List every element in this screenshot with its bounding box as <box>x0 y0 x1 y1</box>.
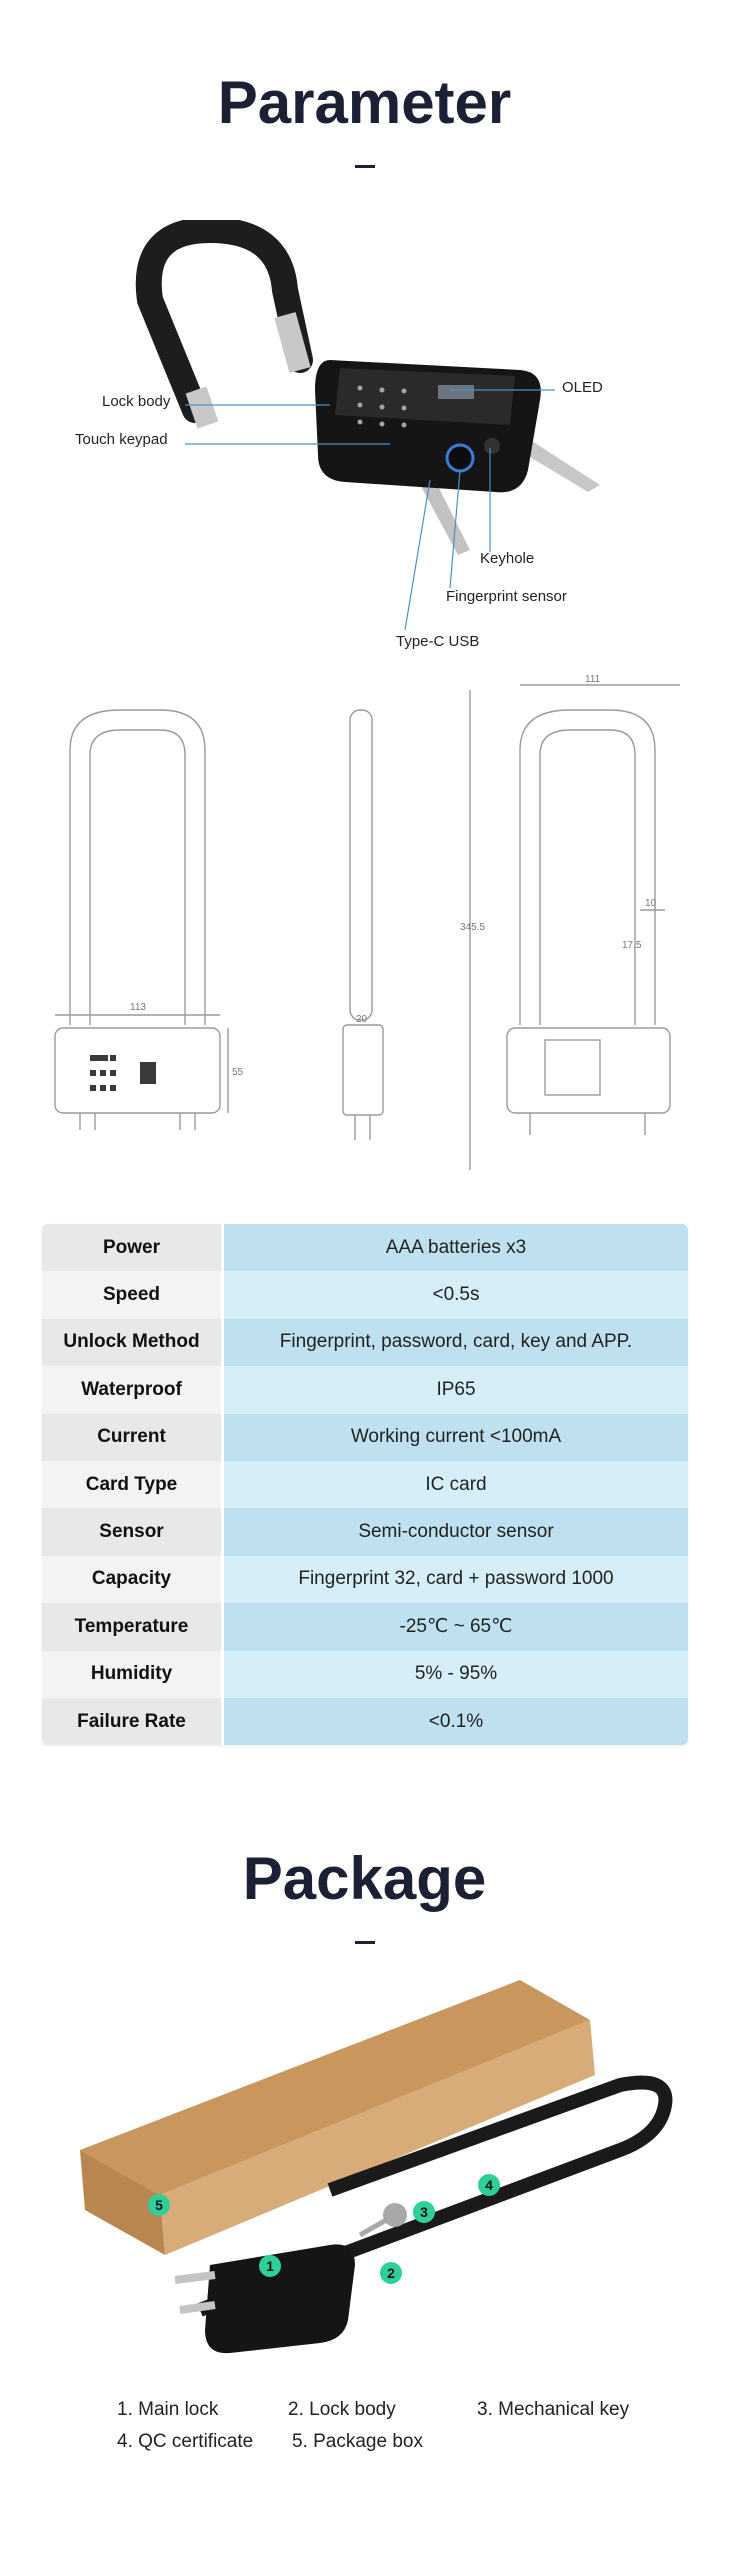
spec-label: Power <box>42 1224 224 1272</box>
callout-fingerprint-sensor: Fingerprint sensor <box>446 588 567 605</box>
spec-label: Humidity <box>42 1650 224 1698</box>
parameter-title: Parameter <box>217 69 512 136</box>
dim-body-width: 113 <box>130 1002 146 1013</box>
spec-value: Semi-conductor sensor <box>224 1508 688 1556</box>
spec-row: Failure Rate<0.1% <box>42 1697 688 1746</box>
spec-value: -25℃ ~ 65℃ <box>224 1603 688 1651</box>
spec-label: Current <box>42 1413 224 1461</box>
spec-label: Speed <box>42 1271 224 1319</box>
callout-keyhole: Keyhole <box>480 550 535 567</box>
spec-label: Card Type <box>42 1460 224 1509</box>
badge-1: 1 <box>259 2255 281 2277</box>
dim-width-top: 111 <box>585 674 601 685</box>
badge-2: 2 <box>380 2262 402 2284</box>
legend-item-5: 5. Package box <box>292 2431 423 2452</box>
dim-pin-b: 17.5 <box>622 940 642 951</box>
spec-value: 5% - 95% <box>224 1650 688 1698</box>
lock-illustration <box>135 220 600 631</box>
spec-value: IC card <box>224 1460 688 1509</box>
badge-4: 4 <box>478 2174 500 2196</box>
badge-3: 3 <box>413 2201 435 2223</box>
spec-label: Failure Rate <box>42 1697 224 1746</box>
spec-value: IP65 <box>224 1366 688 1414</box>
dim-total-height: 345.5 <box>460 922 485 933</box>
spec-value: AAA batteries x3 <box>224 1224 688 1272</box>
spec-row: Speed<0.5s <box>42 1271 688 1319</box>
legend-item-2: 2. Lock body <box>288 2399 396 2420</box>
callout-touch-keypad: Touch keypad <box>75 431 168 448</box>
spec-label: Temperature <box>42 1603 224 1651</box>
spec-label: Waterproof <box>42 1366 224 1414</box>
package-illustration <box>80 1980 673 2354</box>
spec-value: Fingerprint 32, card + password 1000 <box>224 1555 688 1604</box>
spec-label: Sensor <box>42 1508 224 1556</box>
dim-body-height: 55 <box>232 1067 244 1078</box>
callout-oled: OLED <box>562 379 603 396</box>
dim-pin-a: 10 <box>645 898 657 909</box>
spec-value: Working current <100mA <box>224 1413 688 1461</box>
spec-value: <0.1% <box>224 1697 688 1746</box>
badge-5: 5 <box>148 2194 170 2216</box>
dim-depth: 20 <box>356 1014 368 1025</box>
spec-value: Fingerprint, password, card, key and APP… <box>224 1318 688 1367</box>
spec-label: Unlock Method <box>42 1318 224 1367</box>
package-title: Package <box>242 1845 487 1912</box>
spec-row: Temperature-25℃ ~ 65℃ <box>42 1603 688 1651</box>
technical-drawing: 113 55 20 345.5 111 10 17.5 <box>54 674 680 1170</box>
legend-item-3: 3. Mechanical key <box>477 2399 630 2420</box>
spec-value: <0.5s <box>224 1271 688 1319</box>
callout-lock-body: Lock body <box>102 393 171 410</box>
callout-type-c-usb: Type-C USB <box>396 633 480 650</box>
title-divider <box>355 165 375 168</box>
legend-item-1: 1. Main lock <box>117 2399 219 2420</box>
package-divider <box>355 1941 375 1944</box>
legend-item-4: 4. QC certificate <box>117 2431 254 2452</box>
spec-label: Capacity <box>42 1555 224 1604</box>
